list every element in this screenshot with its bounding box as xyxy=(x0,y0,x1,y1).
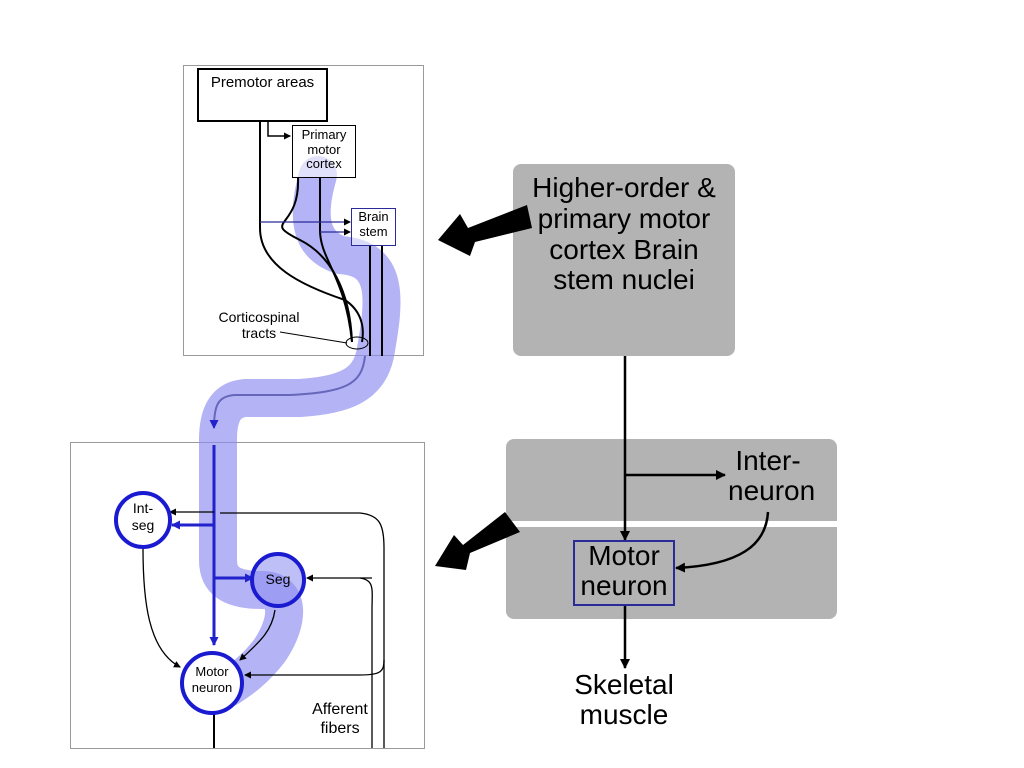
interneuron-label: Inter-neuron xyxy=(728,445,816,507)
brain-stem-label: Brain stem xyxy=(358,209,389,239)
pointer-arrow-upper xyxy=(438,205,532,256)
motor-neuron-circle xyxy=(180,651,244,715)
spinal-level-box-top xyxy=(506,439,837,521)
premotor-label: Premotor areas xyxy=(210,74,315,91)
higher-order-label: Higher-order & primary motor cortex Brai… xyxy=(532,172,716,296)
motor-neuron-small-label: Motor neuron xyxy=(191,664,233,695)
top-panel-lines xyxy=(259,122,383,356)
corticospinal-label: Corticospinal tracts xyxy=(218,309,300,342)
primary-motor-label: Primary motor cortex xyxy=(301,127,347,172)
interseg-neuron xyxy=(114,491,172,549)
motor-neuron-label: Motor neuron xyxy=(580,540,668,602)
skeletal-muscle-label: Skeletal muscle xyxy=(574,669,674,731)
descending-pathway-line xyxy=(209,355,366,429)
premotor-box xyxy=(197,68,328,122)
primary-motor-box xyxy=(292,125,356,178)
interseg-label: Int-seg xyxy=(131,500,155,533)
spinal-blue-lines xyxy=(171,445,254,646)
seg-neuron xyxy=(250,552,306,608)
brain-stem-box xyxy=(351,208,396,246)
pathway-highlight xyxy=(199,156,401,707)
seg-label: Seg xyxy=(265,571,291,587)
afferent-label: Afferent fibers xyxy=(312,701,368,738)
pointer-arrow-lower xyxy=(435,512,520,570)
motor-neuron-box xyxy=(573,540,675,606)
higher-order-box xyxy=(513,164,735,356)
